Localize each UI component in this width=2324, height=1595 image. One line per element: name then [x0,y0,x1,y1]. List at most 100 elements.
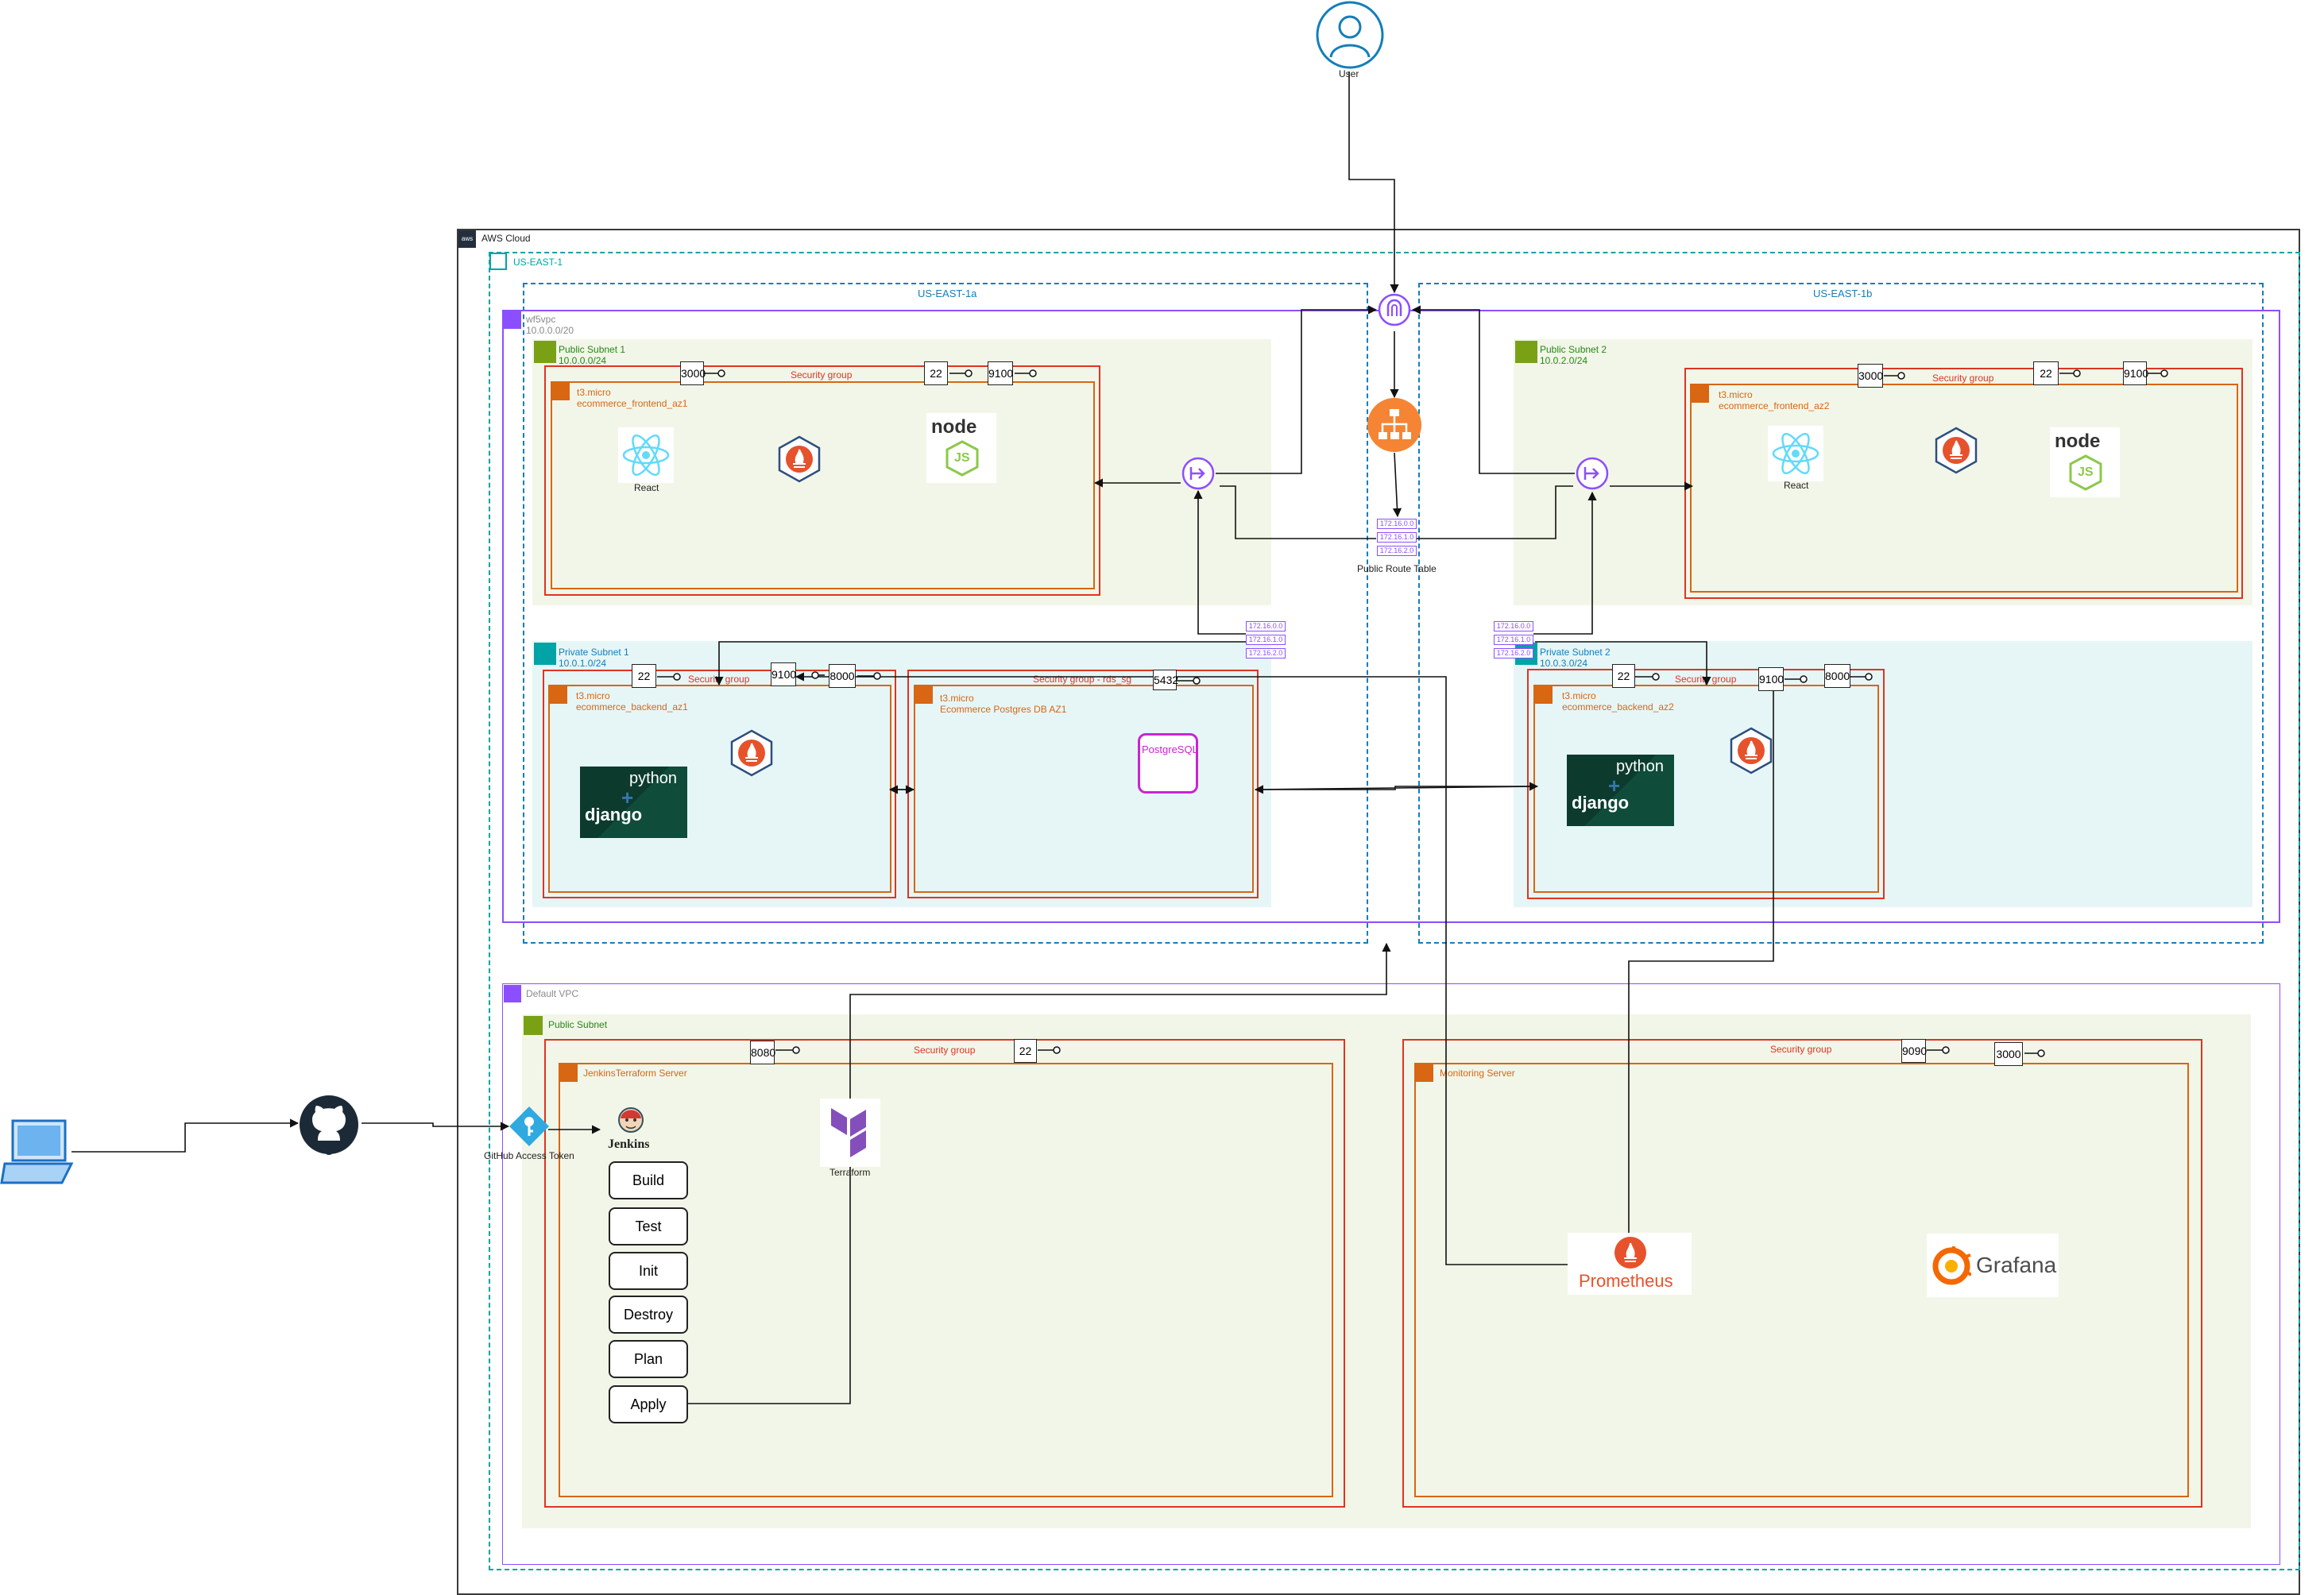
nat-gateway-icon [1576,457,1609,490]
route-entry: 172.16.2.0 [1494,648,1533,658]
rt-priv2-to-nat2-line [1533,491,1597,635]
terraform-icon [820,1099,880,1167]
react-icon [618,427,674,483]
default-vpc-boundary [502,983,2280,1565]
az-a-label: US-EAST-1a [918,288,977,299]
jenkins-terraform-server [559,1063,1333,1497]
jenkins-icon [618,1107,644,1133]
vpc-name: wf5vpc [526,314,556,325]
github-icon [300,1095,358,1155]
nat1-to-igw-line [1216,305,1378,474]
port-badge: 9090 [1901,1039,1927,1063]
port-badge: 9100 [1758,667,1784,691]
pipeline-step-plan[interactable]: Plan [609,1340,688,1378]
monitoring-security-group [1402,1039,2202,1508]
pipeline-step-init[interactable]: Init [609,1252,688,1290]
internet-gateway-icon [1378,293,1411,326]
js-text: JS [2078,465,2094,479]
port-badge: 3000 [680,361,706,385]
laptop-to-github-line [72,1118,300,1153]
rt-priv1-to-nat1-line [1193,489,1246,635]
nodejs-text: node [2055,431,2101,452]
python-django-icon: python + django [1567,755,1674,826]
port-badge: 9100 [2123,361,2148,385]
ec2-icon [550,686,567,704]
az-b-boundary [1418,283,2264,944]
port-badge: 8000 [829,664,856,688]
python-django-icon: python + django [580,767,687,838]
terraform-to-vpc-line [849,942,1391,1100]
route-entry: 172.16.2.0 [1377,546,1417,556]
monitoring-sg-label: Security group [1770,1044,1832,1055]
prometheus-node-exporter-icon [730,729,773,777]
route-entry: 172.16.1.0 [1246,635,1286,645]
frontend-az1-type: t3.micro [577,387,611,398]
default-public-subnet-label: Public Subnet [548,1019,608,1030]
private-subnet-2-name: Private Subnet 2 [1540,647,1611,658]
backend-az2-security-group [1527,669,1885,899]
rt-priv1-to-backend1-line [714,641,1246,686]
postgresql-label: PostgreSQL [1142,743,1198,755]
region-label: US-EAST-1 [513,257,563,268]
public-subnet-2-name: Public Subnet 2 [1540,344,1607,355]
lock-icon [1515,341,1537,363]
python-text: python [1616,758,1665,775]
user-label: User [1339,68,1359,79]
public-subnet-1-name: Public Subnet 1 [559,344,626,355]
laptop-icon [0,1119,73,1184]
frontend-az1-sg-label: Security group [791,369,853,380]
route-entry: 172.16.0.0 [1377,519,1417,529]
frontend-az2-type: t3.micro [1719,389,1753,400]
lock-icon [534,643,556,665]
private-subnet-1-name: Private Subnet 1 [559,647,629,658]
az-a-boundary [523,283,1368,944]
postgres-db-name: Ecommerce Postgres DB AZ1 [940,704,1067,715]
private-subnet-1-cidr: 10.0.1.0/24 [559,658,607,669]
port-badge: 9100 [771,662,796,686]
vpc-icon [504,311,521,329]
ec2-icon [1416,1064,1433,1082]
vpc-icon [504,985,521,1002]
grafana-label: Grafana [1976,1253,2057,1277]
pipeline-step-test[interactable]: Test [609,1207,688,1245]
prometheus-node-exporter-icon [1935,427,1978,474]
route-entry: 172.16.0.0 [1246,621,1286,631]
grafana-icon [1932,1246,1971,1285]
apply-to-terraform-line [688,1146,855,1404]
port-badge: 5432 [1153,670,1178,690]
access-token-icon [509,1106,549,1146]
alb-to-route-table-line [1392,452,1402,518]
pipeline-step-destroy[interactable]: Destroy [609,1296,688,1334]
js-text: JS [954,451,970,465]
rds-security-group [907,670,1259,898]
jenkins-label: Jenkins [608,1137,650,1151]
port-badge: 3000 [1858,364,1883,388]
backend2-to-db-line [1254,785,1538,794]
route-entry: 172.16.1.0 [1377,532,1417,543]
prometheus-node-exporter-icon [778,435,821,483]
pipeline-step-build[interactable]: Build [609,1161,688,1199]
postgresql-icon: PostgreSQL [1138,733,1198,794]
react-label: React [1784,480,1809,491]
lock-icon [524,1016,543,1035]
django-text: django [585,805,643,825]
backend-az2-name: ecommerce_backend_az2 [1562,701,1674,713]
react-label: React [634,482,659,493]
default-vpc-label: Default VPC [526,988,579,999]
github-token-label: GitHub Access Token [484,1150,574,1161]
port-badge: 8000 [1824,664,1850,688]
github-to-token-line [362,1122,510,1131]
plus-icon: + [621,786,634,809]
aws-cloud-label: AWS Cloud [481,233,531,244]
ec2-icon [552,383,570,400]
user-icon [1316,1,1384,69]
port-badge: 22 [2033,361,2059,385]
pipeline-step-apply[interactable]: Apply [609,1385,688,1423]
nodejs-icon: node JS [926,413,996,483]
monitoring-server-name: Monitoring Server [1440,1068,1515,1079]
lock-icon [534,341,556,363]
port-badge: 22 [924,361,948,385]
port-badge: 9100 [988,361,1013,385]
postgres-db-type: t3.micro [940,693,974,704]
